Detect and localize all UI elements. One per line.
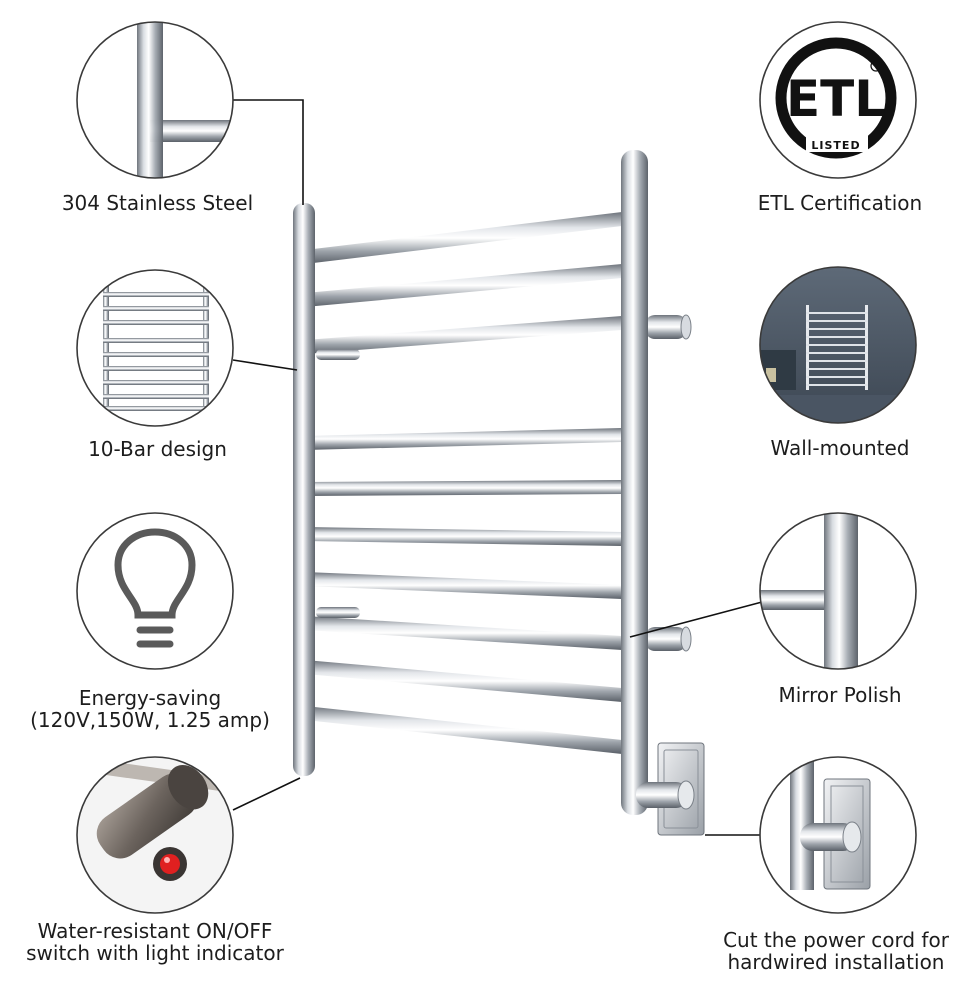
light-bulb-icon [114,528,196,648]
leader-mirror [629,601,763,638]
caption-mirror: Mirror Polish [710,684,970,706]
towel-warmer-rack [293,150,705,836]
wall-mounted-circle [759,266,917,424]
leader-switch [232,777,301,811]
bars-detail-circle [76,269,234,427]
mirror-polish-circle [759,512,917,670]
leader-lines [232,99,763,836]
svg-text:ETL: ETL [786,70,886,128]
caption-etl: ETL Certification [710,192,970,214]
wall-standoff-bottom [645,627,687,651]
energy-detail-circle [76,512,234,670]
stainless-label: 304 Stainless Steel [61,191,254,215]
hardwire-detail-circle [759,756,917,914]
caption-bars: 10-Bar design [30,438,285,460]
bar-10 [305,706,622,754]
right-post [621,150,648,815]
stainless-detail-circle [76,21,234,179]
hardwire-line-1: Cut the power cord for [723,928,949,952]
caption-energy: Energy-saving (120V,150W, 1.25 amp) [0,687,300,731]
indicator-light-icon [160,854,180,874]
bar-3 [305,316,622,354]
caption-hardwire: Cut the power cord for hardwired install… [696,929,976,973]
bar-5 [305,480,622,496]
svg-text:LISTED: LISTED [811,139,860,152]
left-post [293,203,315,776]
switch-line-1: Water-resistant ON/OFF [37,919,273,943]
mirror-label: Mirror Polish [778,683,902,707]
etl-label: ETL Certification [757,191,923,215]
switch-detail-circle [76,756,234,914]
caption-switch: Water-resistant ON/OFF switch with light… [0,920,310,964]
switch-line-2: switch with light indicator [26,941,284,965]
bars-label: 10-Bar design [88,437,227,461]
bar-7 [305,572,622,599]
bar-1 [305,212,622,264]
wall-standoff-top [645,315,687,339]
bar-8 [305,616,622,650]
power-elbow [636,782,688,808]
leader-stainless [233,99,304,205]
leader-bars [232,359,298,371]
etl-detail-circle: ETL LISTED [759,21,917,179]
hardwire-line-2: hardwired installation [727,950,945,974]
wall-label: Wall-mounted [770,436,910,460]
energy-detail: (120V,150W, 1.25 amp) [30,708,270,732]
caption-stainless: 304 Stainless Steel [30,192,285,214]
horizontal-bars [305,212,622,754]
bar-9 [305,660,622,702]
energy-label: Energy-saving [78,686,222,710]
bar-2 [305,264,622,307]
bar-6 [305,527,622,546]
caption-wall: Wall-mounted [710,437,970,459]
bar-4 [305,428,622,450]
etl-logo-icon: ETL LISTED [775,37,897,159]
